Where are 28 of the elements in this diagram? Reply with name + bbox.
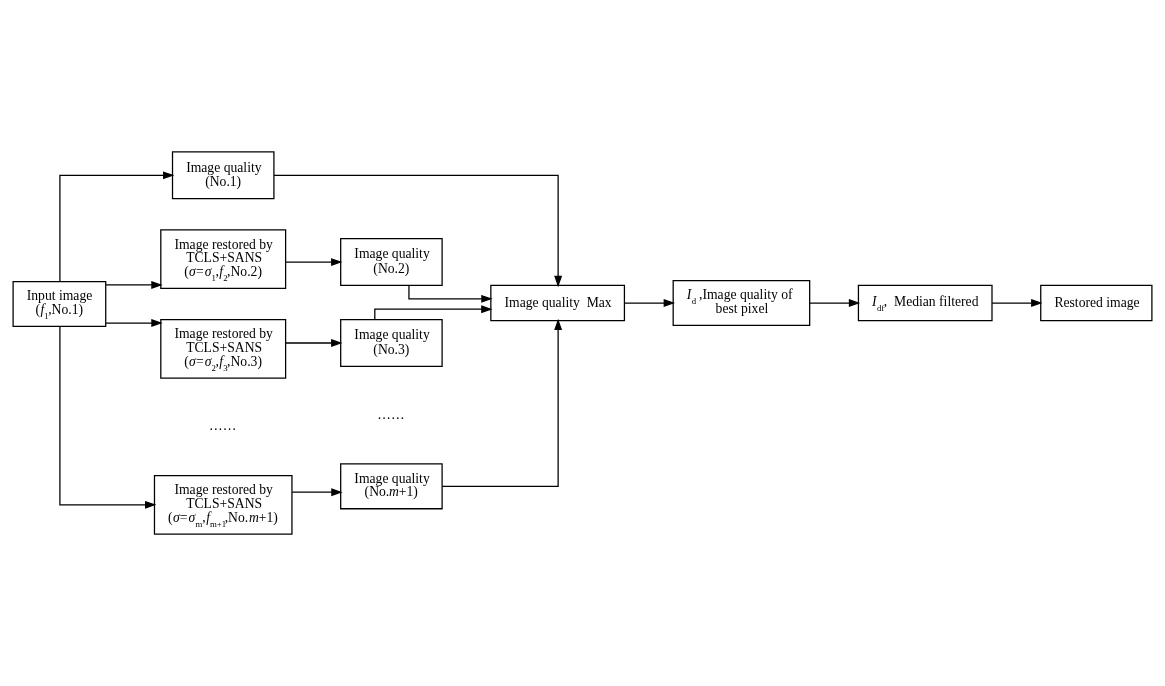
node-box: Image quality (No.2) [340, 238, 443, 287]
arrow [285, 258, 343, 267]
node-box: Input image (f$_{1}$,No.1) [12, 280, 107, 328]
node-box: Restored image [1040, 284, 1153, 322]
node-box: Image restored by TCLS+SANS (σ=σ$_{1}$,f$_{2}$,No.2) [160, 229, 287, 290]
label: …… [209, 418, 237, 434]
arrow [991, 299, 1043, 307]
arrow [105, 319, 163, 327]
node-box: Image restored by TCLS+SANS (σ=σ$_{2}$,f$_{3}$,No.3) [160, 318, 287, 379]
arrow [408, 284, 493, 303]
arrow [59, 171, 175, 282]
node-box: I$_{d}$ ,Image quality of best pixel [672, 279, 811, 327]
arrow [291, 488, 343, 497]
arrow [273, 174, 563, 288]
node-box: I$_{df}$, Median filtered [857, 284, 993, 322]
arrow [105, 281, 163, 289]
node-box: Image quality (No.1) [171, 151, 275, 200]
node-box: Image quality (No.m+1) [340, 463, 443, 510]
label: …… [377, 406, 405, 422]
arrow [809, 299, 861, 307]
arrow [441, 318, 563, 487]
arrow [285, 339, 343, 347]
arrow [623, 299, 675, 307]
arrow [59, 326, 157, 509]
node-box: Image restored by TCLS+SANS (σ=σ$_{m}$,f$_{m+1}$,No.m+1) [153, 474, 293, 535]
arrow [374, 305, 493, 321]
node-box: Image quality Max [490, 284, 626, 322]
node-box: Image quality (No.3) [340, 318, 443, 368]
